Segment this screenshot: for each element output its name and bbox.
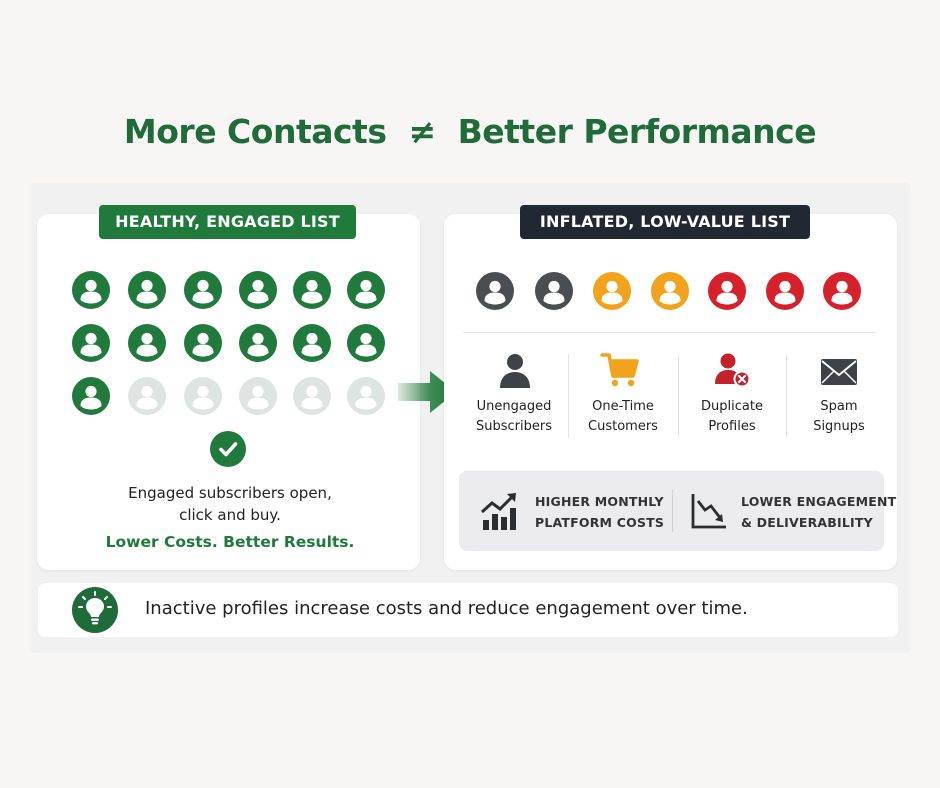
category-label-spam: Spam Signups [784,397,894,437]
low-value-contact-icon [651,272,689,310]
engaged-subscriber-icon [128,324,166,362]
cart-icon [600,353,639,387]
healthy-list-title: HEALTHY, ENGAGED LIST [99,205,356,239]
low-value-contact-icon [766,272,804,310]
category-line2: Subscribers [476,419,552,434]
impact-line1: LOWER ENGAGEMENT [741,494,897,509]
engaged-subscriber-icon [239,324,277,362]
headline-left: More Contacts [123,112,387,151]
impact-higher-costs: HIGHER MONTHLY PLATFORM COSTS [535,491,664,533]
inflated-list-title: INFLATED, LOW-VALUE LIST [520,205,810,239]
low-value-contact-icon [476,272,514,310]
engaged-subscriber-icon [347,324,385,362]
inactive-subscriber-icon [128,377,166,415]
engaged-subscriber-icon [293,324,331,362]
checkmark-icon [210,431,246,467]
impact-box [459,471,884,551]
category-line2: Signups [813,419,865,434]
engaged-subscriber-icon [72,271,110,309]
person-icon [500,354,530,388]
engaged-subscriber-icon [293,271,331,309]
envelope-icon [821,359,857,385]
rising-chart-icon [480,493,516,530]
low-value-contact-icon [823,272,861,310]
headline: More Contacts ≠ Better Performance [0,112,940,151]
engaged-subscriber-icon [184,324,222,362]
low-value-contact-icon [535,272,573,310]
category-line2: Profiles [708,419,756,434]
inactive-subscriber-icon [184,377,222,415]
category-line1: One-Time [592,399,654,414]
category-line2: Customers [588,419,658,434]
category-line1: Duplicate [701,399,763,414]
low-value-contact-icon [593,272,631,310]
arrow-right-icon [398,371,456,413]
engaged-subscriber-icon [347,271,385,309]
impact-line2: & DELIVERABILITY [741,515,873,530]
inactive-subscriber-icon [347,377,385,415]
impact-lower-engagement: LOWER ENGAGEMENT & DELIVERABILITY [741,491,896,533]
divider [786,354,787,438]
category-label-unengaged: Unengaged Subscribers [459,397,569,437]
falling-chart-icon [691,494,726,529]
category-label-one-time: One-Time Customers [568,397,678,437]
duplicate-profile-icon [715,353,751,388]
category-line1: Spam [820,399,858,414]
tip-bar [38,583,898,637]
inactive-subscriber-icon [239,377,277,415]
impact-line1: HIGHER MONTHLY [535,494,664,509]
not-equal-symbol: ≠ [408,112,436,151]
engaged-subscriber-icon [72,324,110,362]
divider [463,332,875,333]
healthy-tagline: Lower Costs. Better Results. [105,533,355,551]
inactive-subscriber-icon [293,377,331,415]
tip-text: Inactive profiles increase costs and red… [145,598,748,619]
headline-right: Better Performance [457,112,817,151]
category-line1: Unengaged [476,399,552,414]
healthy-description-line2: click and buy. [179,506,281,524]
divider [672,490,673,532]
engaged-subscriber-icon [184,271,222,309]
divider [568,354,569,438]
impact-line2: PLATFORM COSTS [535,515,665,530]
divider [678,354,679,438]
low-value-contact-icon [708,272,746,310]
engaged-subscriber-icon [239,271,277,309]
healthy-description-line1: Engaged subscribers open, [128,484,332,502]
category-label-duplicate: Duplicate Profiles [677,397,787,437]
lightbulb-icon [72,587,118,633]
engaged-subscriber-icon [72,377,110,415]
engaged-subscriber-icon [128,271,166,309]
